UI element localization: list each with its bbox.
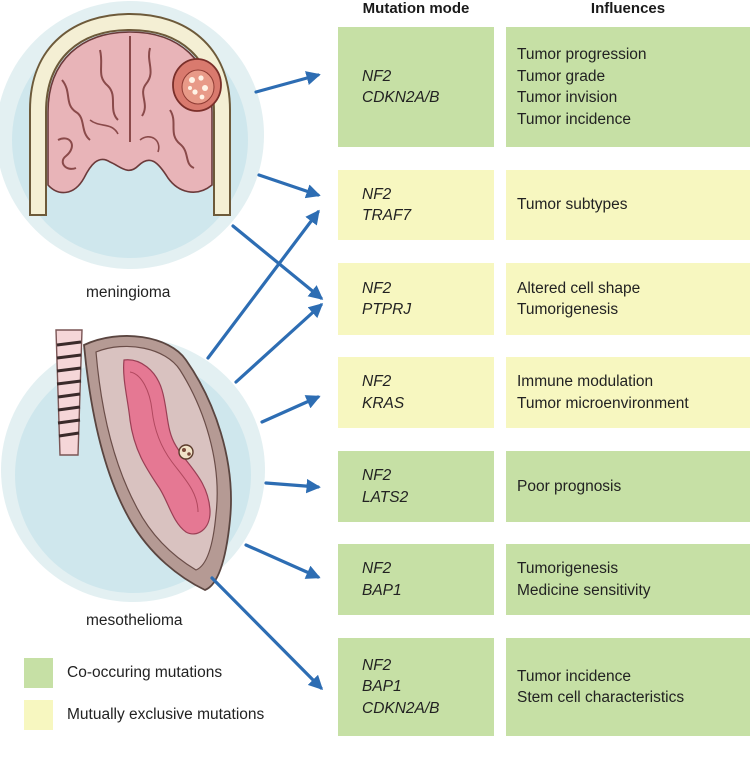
gene-name: BAP1 xyxy=(362,678,402,696)
influence-text: Tumorigenesis xyxy=(517,560,619,577)
influence-text: Tumor subtypes xyxy=(517,196,628,214)
influence-cell: Tumor subtypes xyxy=(506,170,750,240)
lung-icon xyxy=(1,329,265,602)
arrow-mesothelioma-row6 xyxy=(244,543,321,579)
arrows xyxy=(206,71,324,691)
arrow-meningioma-row2 xyxy=(257,173,321,199)
gene-name: KRAS xyxy=(362,394,405,412)
influence-text: Tumor invision xyxy=(517,89,618,106)
influence-text: Poor prognosis xyxy=(517,477,622,495)
arrow-mesothelioma-row5 xyxy=(264,478,321,494)
influence-text: Tumor incidence xyxy=(517,667,632,685)
gene-name: NF2 xyxy=(362,67,392,85)
influence-text: Tumor microenvironment xyxy=(517,394,689,412)
gene-name: NF2 xyxy=(362,560,392,577)
gene-name: BAP1 xyxy=(362,581,402,599)
legend-label-co-occurring: Co-occuring mutations xyxy=(67,664,223,681)
meningioma-label: meningioma xyxy=(86,284,171,301)
influence-text: Stem cell characteristics xyxy=(517,689,685,706)
influence-cell: Poor prognosis xyxy=(506,451,750,522)
gene-name: NF2 xyxy=(362,656,392,674)
influence-text: Immune modulation xyxy=(517,373,654,390)
arrow-meningioma-row1 xyxy=(254,71,321,94)
arrow-mesothelioma-row4 xyxy=(260,395,321,424)
legend-label-mutually-exclusive: Mutually exclusive mutations xyxy=(67,706,265,723)
arrow-mesothelioma-row2 xyxy=(206,209,320,360)
gene-name: PTPRJ xyxy=(362,301,412,318)
legend-swatch-co-occurring xyxy=(24,658,53,688)
gene-name: NF2 xyxy=(362,185,392,203)
gene-name: TRAF7 xyxy=(362,207,412,224)
arrow-mesothelioma-row7 xyxy=(210,576,324,691)
header-mutation-mode: Mutation mode xyxy=(362,0,470,17)
arrow-mesothelioma-row3 xyxy=(234,303,324,384)
gene-name: CDKN2A/B xyxy=(362,89,440,106)
header-influences: Influences xyxy=(590,0,666,17)
brain-icon xyxy=(0,1,264,269)
gene-name: NF2 xyxy=(362,373,392,390)
arrow-meningioma-row3 xyxy=(231,224,324,300)
influence-text: Medicine sensitivity xyxy=(517,581,651,599)
influence-text: Tumor incidence xyxy=(517,110,632,128)
gene-name: LATS2 xyxy=(362,488,409,506)
gene-name: NF2 xyxy=(362,467,392,484)
gene-name: NF2 xyxy=(362,279,392,297)
influence-text: Altered cell shape xyxy=(517,279,641,297)
influence-text: Tumor grade xyxy=(517,67,606,85)
gene-name: CDKN2A/B xyxy=(362,699,440,717)
mesothelioma-label: mesothelioma xyxy=(86,612,183,629)
legend-swatch-mutually-exclusive xyxy=(24,700,53,730)
influence-text: Tumorigenesis xyxy=(517,301,619,318)
influence-text: Tumor progression xyxy=(517,46,647,63)
